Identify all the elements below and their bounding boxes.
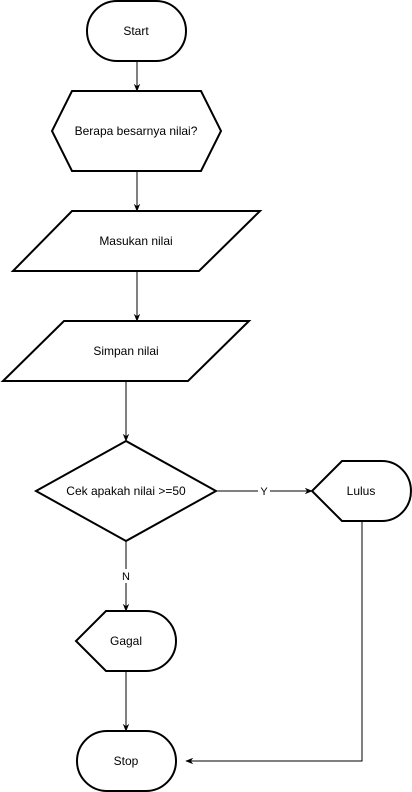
- store-label: Simpan nilai: [93, 344, 158, 358]
- fail-label: Gagal: [110, 634, 142, 648]
- start-node: Start: [86, 0, 187, 62]
- decision-node: Cek apakah nilai >=50: [33, 439, 219, 543]
- start-label: Start: [123, 24, 149, 38]
- question-node: Berapa besarnya nilai?: [50, 90, 223, 172]
- pass-node: Lulus: [310, 460, 412, 522]
- edge-label-no-text: N: [122, 571, 130, 583]
- stop-node: Stop: [76, 730, 177, 792]
- store-node: Simpan nilai: [0, 320, 252, 382]
- decision-label: Cek apakah nilai >=50: [66, 484, 186, 498]
- pass-label: Lulus: [347, 484, 376, 498]
- question-label: Berapa besarnya nilai?: [75, 124, 198, 138]
- edge-label-yes-text: Y: [260, 486, 268, 498]
- fail-node: Gagal: [74, 610, 177, 672]
- edge-pass-to-stop: [185, 521, 363, 765]
- input-label: Masukan nilai: [99, 234, 172, 248]
- input-node: Masukan nilai: [10, 210, 263, 272]
- edge-label-no: N: [120, 569, 132, 583]
- edge-label-yes: Y: [258, 484, 270, 498]
- stop-label: Stop: [114, 754, 139, 768]
